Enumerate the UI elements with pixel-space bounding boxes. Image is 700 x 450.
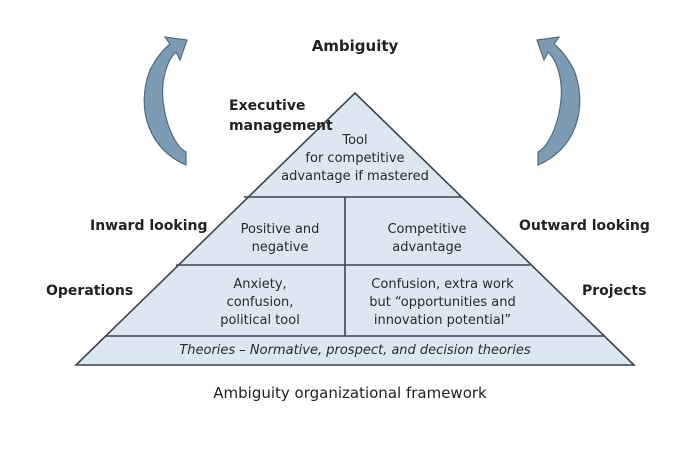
pyramid-top-text: Tool for competitive advantage if master… (281, 133, 429, 184)
label-projects: Projects (582, 283, 647, 299)
pyramid-outline (74, 91, 636, 366)
label-executive-management: Executive management (229, 98, 333, 134)
diagram-title: Ambiguity (311, 37, 399, 55)
pyramid-middle-left-text: Positive and negative (240, 222, 320, 255)
pyramid-base-text: Theories – Normative, prospect, and deci… (179, 343, 531, 358)
curved-arrow-up-left-icon (536, 36, 581, 166)
pyramid-lower-right-text: Confusion, extra work but “opportunities… (369, 277, 516, 328)
diagram-caption: Ambiguity organizational framework (213, 384, 487, 402)
pyramid-middle-right-text: Competitive advantage (387, 222, 467, 255)
label-operations: Operations (46, 283, 134, 299)
label-outward-looking: Outward looking (519, 218, 650, 234)
curved-arrow-up-right-icon (143, 36, 188, 166)
pyramid-lower-left-text: Anxiety, confusion, political tool (220, 277, 300, 328)
label-inward-looking: Inward looking (90, 218, 208, 234)
